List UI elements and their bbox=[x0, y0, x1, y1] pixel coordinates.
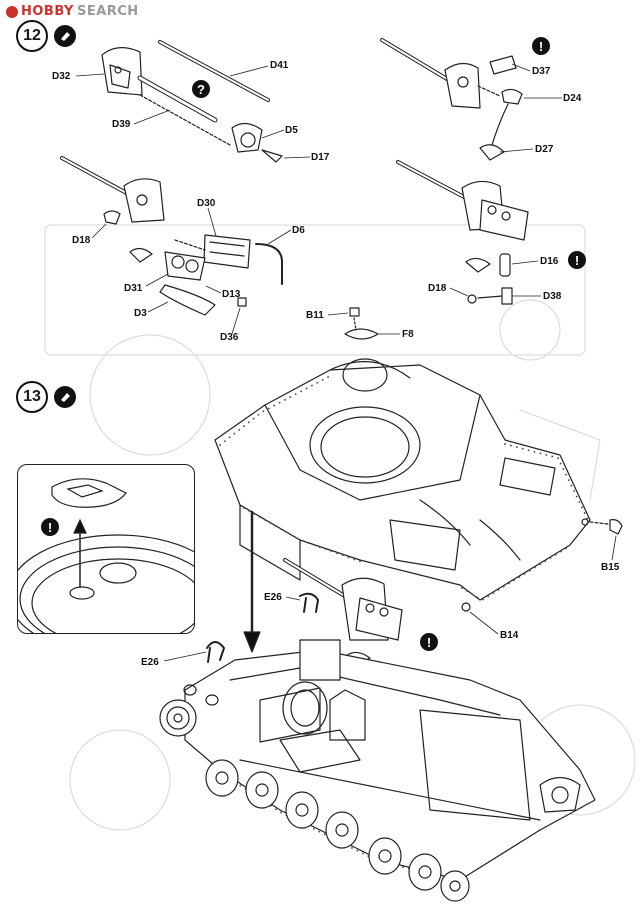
watermark-suffix: SEARCH bbox=[76, 4, 139, 19]
step-13-header: 13 bbox=[16, 381, 76, 413]
inset-alert-icon: ! bbox=[41, 518, 59, 536]
part-label-d6: D6 bbox=[292, 225, 305, 236]
part-label-d18: D18 bbox=[428, 283, 447, 294]
part-label-d38: D38 bbox=[543, 291, 562, 302]
assembly-arrow-icon bbox=[243, 510, 261, 653]
part-label-e26: E26 bbox=[264, 592, 282, 603]
part-label-d32: D32 bbox=[52, 71, 71, 82]
part-label-b15: B15 bbox=[601, 562, 620, 573]
part-label-d5: D5 bbox=[285, 125, 298, 136]
step12-mantlet-b bbox=[380, 38, 523, 161]
part-label-d3: D3 bbox=[134, 308, 147, 319]
part-label-d31: D31 bbox=[124, 283, 143, 294]
step-12-number: 12 bbox=[16, 20, 48, 52]
part-label-d13: D13 bbox=[222, 289, 241, 300]
step-12-header: 12 bbox=[16, 20, 76, 52]
upper-hull bbox=[214, 358, 623, 612]
watermark-brand: HOBBY bbox=[21, 4, 74, 19]
part-label-b11: B11 bbox=[306, 310, 324, 321]
question-icon: ? bbox=[192, 80, 210, 98]
step13-gun-mount bbox=[206, 558, 403, 681]
watermark: HOBBY SEARCH bbox=[6, 4, 139, 19]
step12-gun-mount-b bbox=[396, 160, 529, 305]
glue-icon bbox=[54, 25, 76, 47]
part-label-d24: D24 bbox=[563, 93, 582, 104]
part-label-d39: D39 bbox=[112, 119, 131, 130]
part-label-d16: D16 bbox=[540, 256, 559, 267]
alert-icon: ! bbox=[420, 633, 438, 651]
glue-icon bbox=[54, 386, 76, 408]
part-label-d36: D36 bbox=[220, 332, 239, 343]
detail-inset bbox=[17, 464, 195, 634]
step12-gun-mount-a bbox=[60, 156, 283, 316]
part-label-b14: B14 bbox=[500, 630, 519, 641]
inset-drawing bbox=[18, 478, 194, 633]
part-label-d27: D27 bbox=[535, 144, 554, 155]
step12-mantlet-a bbox=[101, 40, 283, 163]
lower-hull bbox=[159, 639, 596, 902]
alert-icon: ! bbox=[568, 251, 586, 269]
part-label-d37: D37 bbox=[532, 66, 551, 77]
hobbysearch-logo-icon bbox=[6, 5, 18, 18]
part-label-e26: E26 bbox=[141, 657, 159, 668]
part-label-d18: D18 bbox=[72, 235, 91, 246]
part-label-d41: D41 bbox=[270, 60, 289, 71]
bogie-wheels bbox=[205, 759, 470, 902]
step-13-number: 13 bbox=[16, 381, 48, 413]
part-label-d17: D17 bbox=[311, 152, 330, 163]
part-label-d30: D30 bbox=[197, 198, 216, 209]
alert-icon: ! bbox=[532, 37, 550, 55]
part-label-f8: F8 bbox=[402, 329, 414, 340]
